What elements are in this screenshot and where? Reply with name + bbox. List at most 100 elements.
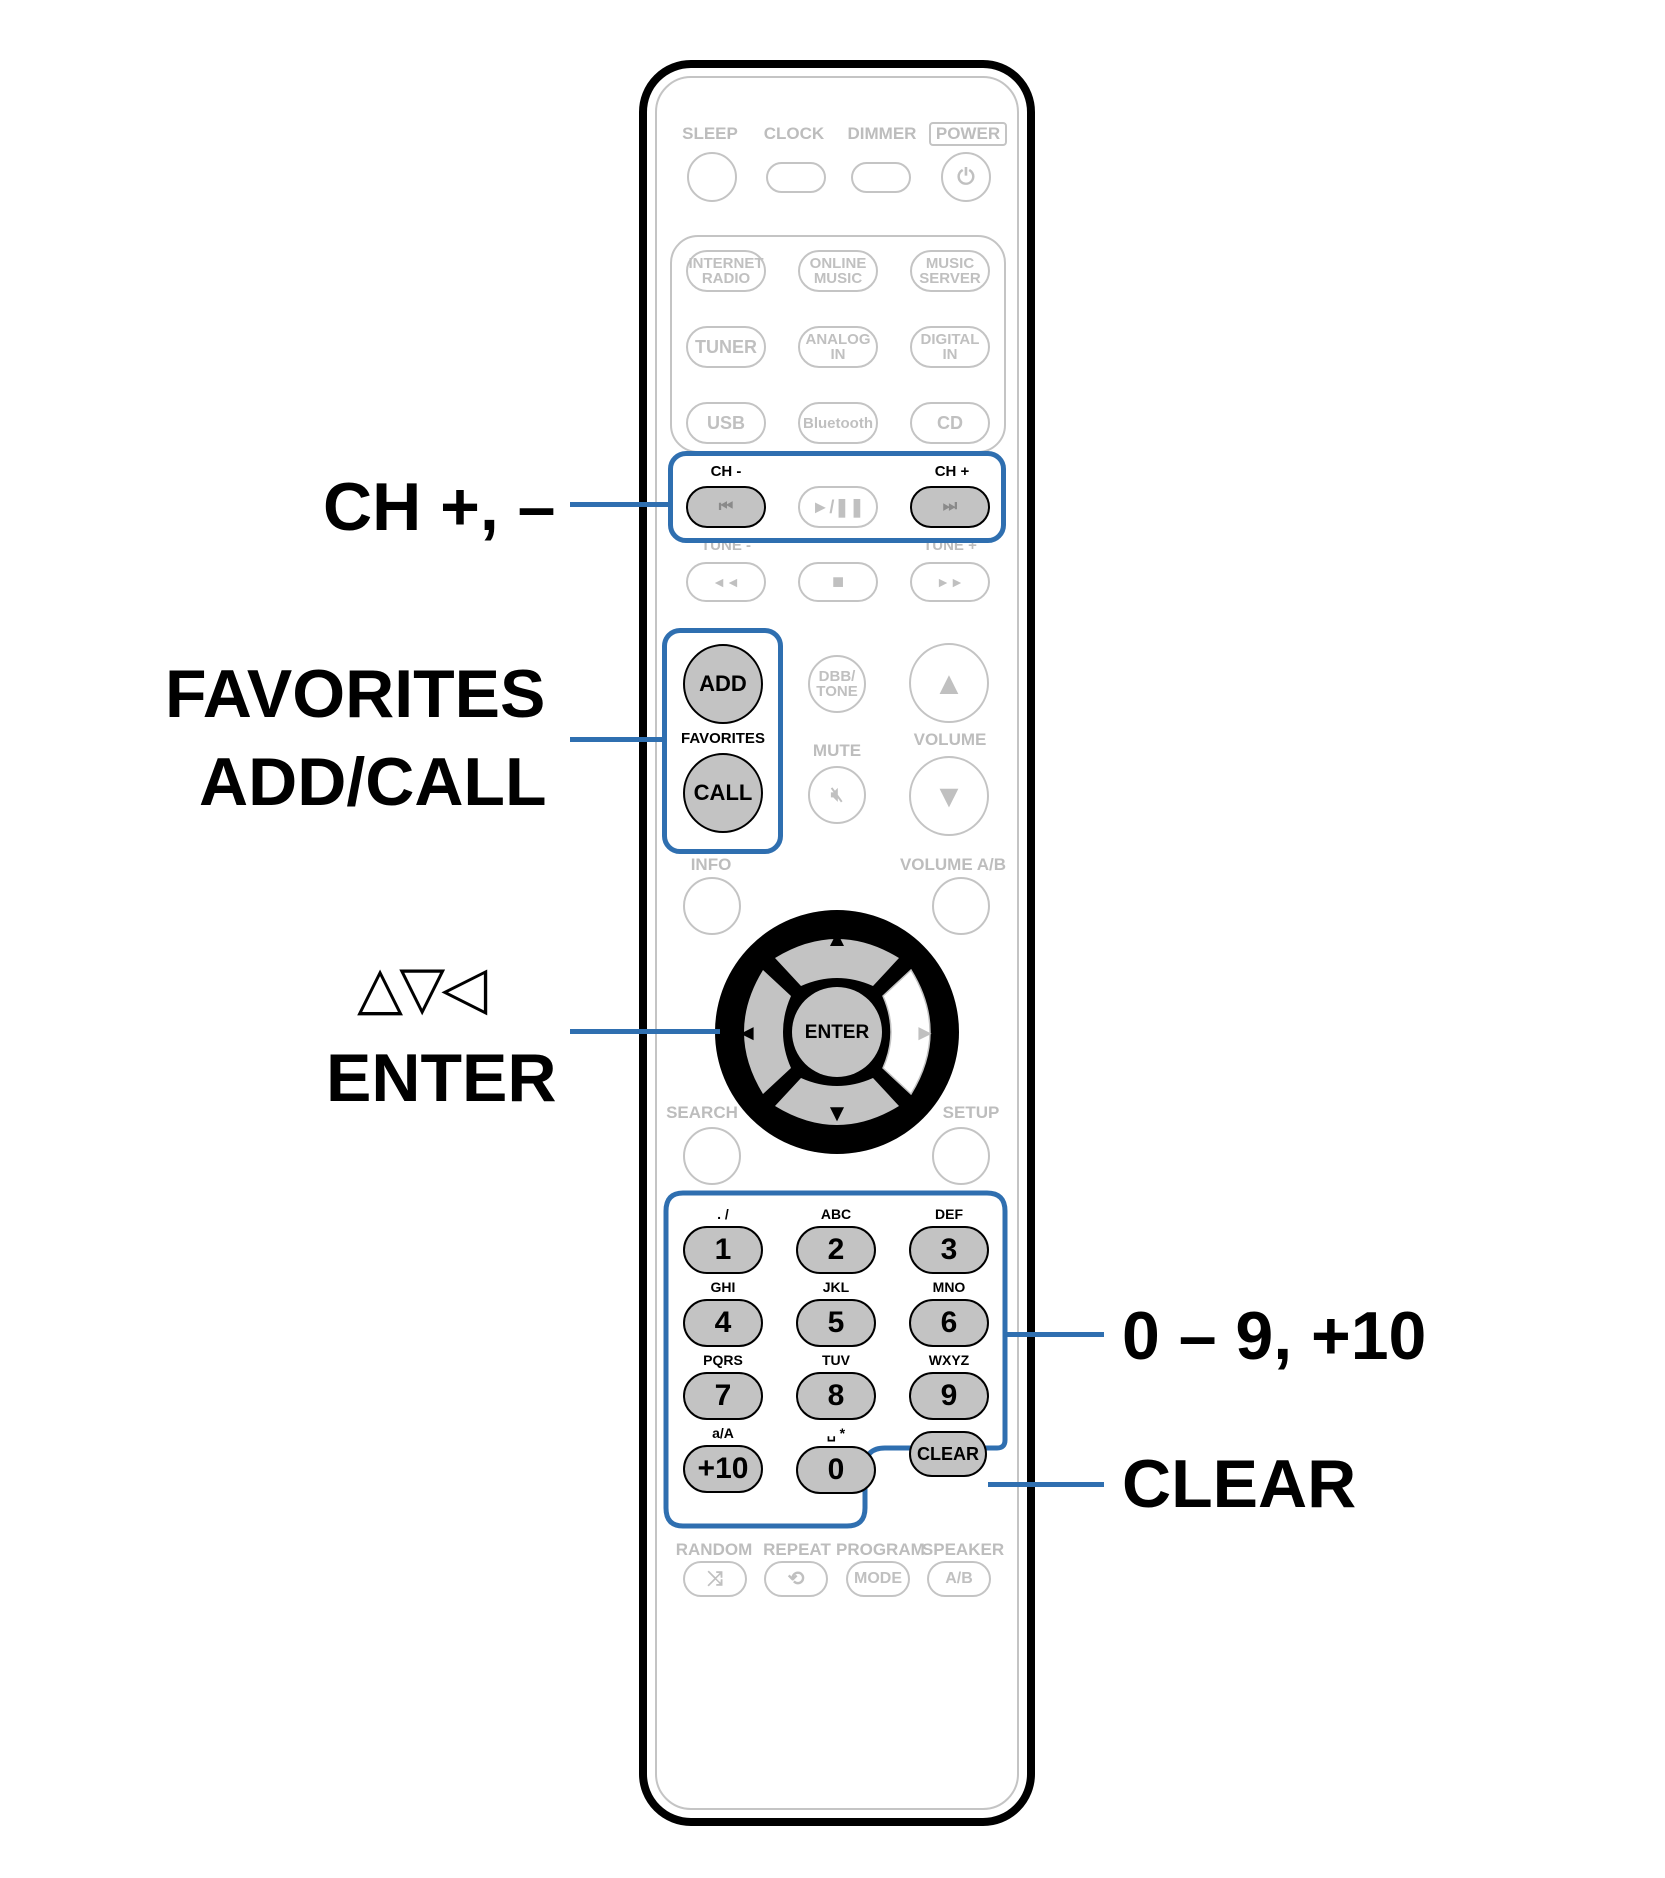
repeat-button[interactable]: ⟲ xyxy=(764,1561,828,1597)
tune-minus-label: TUNE - xyxy=(701,543,751,553)
setup-button[interactable] xyxy=(932,1127,990,1185)
source-label: DIGITAL xyxy=(920,331,980,348)
volume-up-button[interactable]: ▲ xyxy=(909,643,989,723)
shuffle-icon: ⤨ xyxy=(707,1568,723,1590)
volume-down-button[interactable]: ▼ xyxy=(909,756,989,836)
favorites-add-button[interactable]: ADD xyxy=(683,644,763,724)
rewind-icon: ◄◄ xyxy=(712,574,740,590)
number-4-button[interactable]: 4 xyxy=(683,1299,763,1347)
key-sublabel: GHI xyxy=(710,1279,736,1295)
source-bluetooth-button[interactable]: Bluetooth xyxy=(798,402,878,444)
source-usb-button[interactable]: USB xyxy=(686,402,766,444)
mute-button[interactable]: 🔇︎ xyxy=(808,766,866,824)
favorites-callout-line2: ADD/CALL xyxy=(199,744,547,820)
key-label: 2 xyxy=(827,1233,845,1266)
number-8-button[interactable]: 8 xyxy=(796,1372,876,1420)
key-label: 1 xyxy=(714,1233,732,1266)
numpad-key-3: DEF 3 xyxy=(909,1206,989,1274)
ch-minus-button[interactable]: ⏮ xyxy=(686,486,766,528)
add-label: ADD xyxy=(699,671,747,696)
rewind-button[interactable]: ◄◄ xyxy=(686,562,766,602)
key-sublabel: PQRS xyxy=(703,1352,743,1368)
sleep-button[interactable] xyxy=(687,152,737,202)
clock-button[interactable] xyxy=(766,162,826,193)
favorites-label: FAVORITES xyxy=(681,730,765,747)
dpad xyxy=(715,910,959,1154)
speaker-ab-button[interactable]: A/B xyxy=(927,1561,991,1597)
enter-label: ENTER xyxy=(804,1022,870,1043)
dpad-down-button[interactable] xyxy=(775,1078,899,1125)
play-pause-icon: ►/❚❚ xyxy=(811,497,865,517)
number-2-button[interactable]: 2 xyxy=(796,1226,876,1274)
source-label: CD xyxy=(937,413,963,433)
volume-ab-button[interactable] xyxy=(932,877,990,935)
favorites-call-button[interactable]: CALL xyxy=(683,753,763,833)
clear-button[interactable]: CLEAR xyxy=(909,1431,987,1477)
key-label: 6 xyxy=(940,1306,958,1339)
key-sublabel: DEF xyxy=(935,1206,963,1222)
source-label: ONLINE xyxy=(809,255,867,272)
dbb-tone-button[interactable]: DBB/TONE xyxy=(808,655,866,713)
play-pause-button[interactable]: ►/❚❚ xyxy=(798,486,878,528)
ch-plus-button[interactable]: ⏭ xyxy=(910,486,990,528)
search-button[interactable] xyxy=(683,1127,741,1185)
mute-icon: 🔇︎ xyxy=(830,784,844,806)
info-button[interactable] xyxy=(683,877,741,935)
enter-leader-line xyxy=(570,1029,720,1034)
volume-label: VOLUME xyxy=(913,730,987,749)
key-label: 5 xyxy=(827,1306,845,1339)
key-label: 9 xyxy=(940,1379,958,1412)
clear-callout: CLEAR xyxy=(1122,1446,1357,1522)
number-0-button[interactable]: 0 xyxy=(796,1446,876,1494)
dimmer-label: DIMMER xyxy=(847,124,917,143)
number-7-button[interactable]: 7 xyxy=(683,1372,763,1420)
dpad-right-icon: ► xyxy=(914,1020,936,1045)
plus10-button[interactable]: +10 xyxy=(683,1445,763,1493)
source-tuner-button[interactable]: TUNER xyxy=(686,326,766,368)
key-sublabel: . / xyxy=(717,1206,729,1222)
number-5-button[interactable]: 5 xyxy=(796,1299,876,1347)
key-sublabel: ␣ * xyxy=(826,1425,846,1441)
program-mode-button[interactable]: MODE xyxy=(846,1561,910,1597)
dpad-up-button[interactable] xyxy=(775,939,899,986)
stop-icon: ■ xyxy=(831,571,845,593)
dimmer-button[interactable] xyxy=(851,162,911,193)
numpad-key-4: GHI 4 xyxy=(683,1279,763,1347)
numpad-key-7: PQRS 7 xyxy=(683,1352,763,1420)
dpad-right-button[interactable] xyxy=(882,968,931,1096)
key-label: 7 xyxy=(714,1379,732,1412)
random-button[interactable]: ⤨ xyxy=(683,1561,747,1597)
tune-plus-label: TUNE + xyxy=(923,543,977,553)
number-3-button[interactable]: 3 xyxy=(909,1226,989,1274)
fast-forward-button[interactable]: ►► xyxy=(910,562,990,602)
dpad-left-button[interactable] xyxy=(744,970,791,1094)
speaker-label: SPEAKER xyxy=(921,1540,1005,1559)
volume-down-icon: ▼ xyxy=(933,778,965,814)
key-label: 4 xyxy=(714,1306,732,1339)
number-9-button[interactable]: 9 xyxy=(909,1372,989,1420)
sleep-label: SLEEP xyxy=(682,124,738,143)
volume-ab-label: VOLUME A/B xyxy=(899,855,1007,874)
ch-plus-label: CH + xyxy=(934,463,970,480)
key-label: CLEAR xyxy=(917,1444,979,1464)
source-label: RADIO xyxy=(701,270,751,287)
number-6-button[interactable]: 6 xyxy=(909,1299,989,1347)
numpad-key-plus10: a/A+10 xyxy=(683,1425,763,1494)
number-1-button[interactable]: 1 xyxy=(683,1226,763,1274)
power-label: POWER xyxy=(929,122,1007,146)
random-label: RANDOM xyxy=(675,1540,753,1559)
source-label: IN xyxy=(830,346,846,363)
power-button[interactable]: ⏻ xyxy=(941,152,991,202)
stop-button[interactable]: ■ xyxy=(798,562,878,602)
source-cd-button[interactable]: CD xyxy=(910,402,990,444)
dpad-enter-button[interactable] xyxy=(792,987,882,1077)
numbers-callout: 0 – 9, +10 xyxy=(1122,1298,1427,1374)
